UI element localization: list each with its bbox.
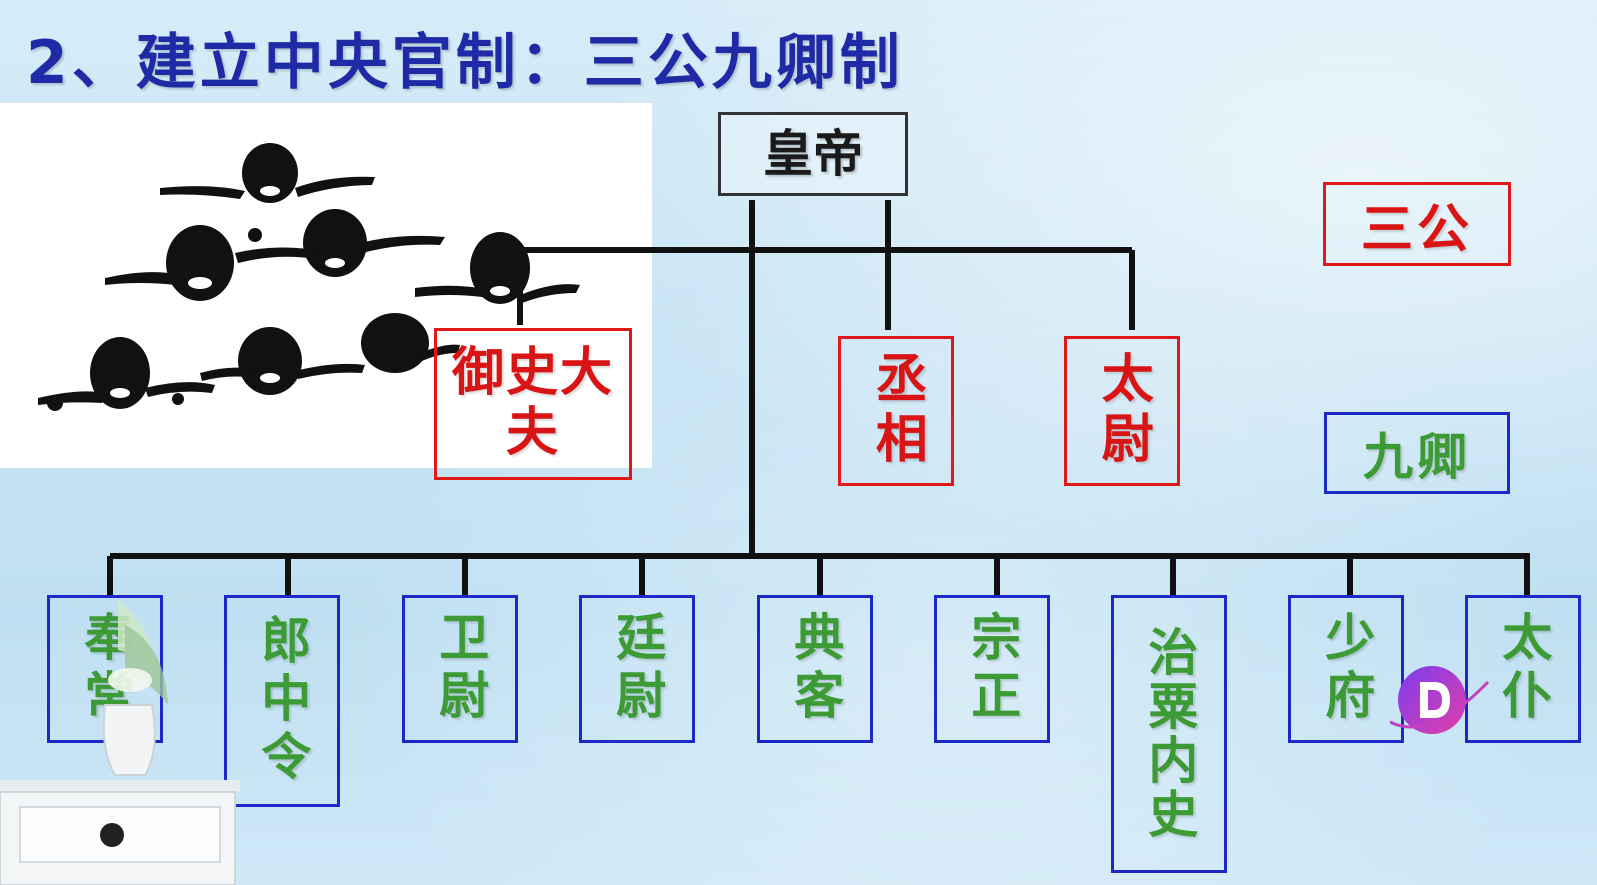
ink-painting-panel — [0, 103, 652, 468]
minister-box-langzhongling: 郎中令 — [224, 595, 340, 807]
page-title: 2、建立中央官制：三公九卿制 — [26, 28, 904, 98]
duke-box-taiwei: 太尉 — [1064, 336, 1180, 486]
watermark-logo-icon — [1390, 666, 1490, 734]
emperor-box: 皇帝 — [718, 112, 908, 196]
minister-box-shaofu: 少府 — [1288, 595, 1404, 743]
duke-box-yushi-dafu: 御史大夫 — [434, 328, 632, 480]
minister-box-weiwei: 卫尉 — [402, 595, 518, 743]
minister-box-dianke: 典客 — [757, 595, 873, 743]
ink-horses-illustration — [38, 143, 580, 411]
legend-nine-ministers: 九卿 — [1324, 412, 1510, 494]
duke-box-chengxiang: 丞相 — [838, 336, 954, 486]
vase-decoration — [0, 600, 240, 885]
minister-box-zongzheng: 宗正 — [934, 595, 1050, 743]
legend-three-dukes: 三公 — [1323, 182, 1511, 266]
minister-box-zhisuneishi: 治粟内史 — [1111, 595, 1227, 873]
minister-box-taipu: 太仆 — [1465, 595, 1581, 743]
minister-box-tingwei: 廷尉 — [579, 595, 695, 743]
